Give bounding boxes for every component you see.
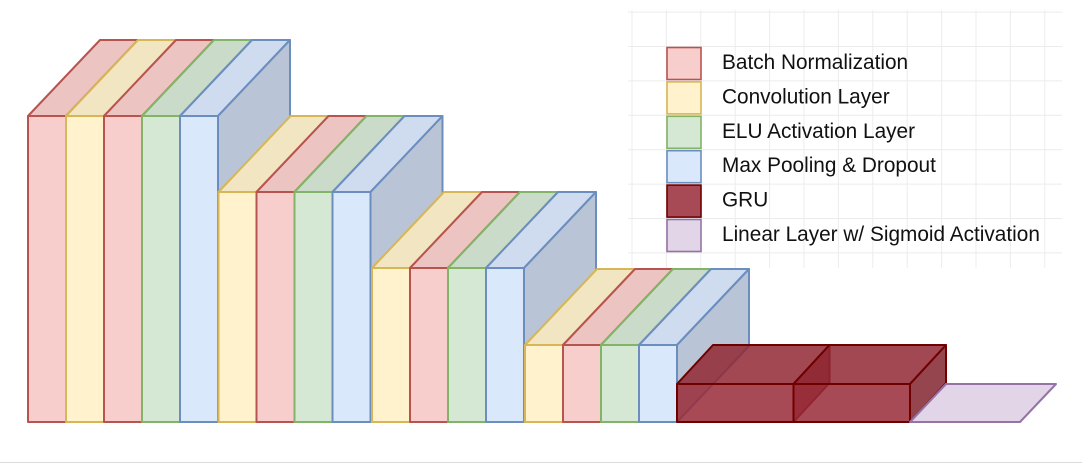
gru-block-front-face [676,383,795,423]
elu-activation-layer-block-front-face [293,191,334,423]
legend-swatch-elu-activation-layer [666,115,702,150]
legend-item-convolution-layer: Convolution Layer [666,81,890,115]
legend-label-linear-layer: Linear Layer w/ Sigmoid Activation [722,223,1040,246]
convolution-layer-block-front-face [371,267,411,423]
layer-group-5 [676,344,947,423]
convolution-layer-block-front-face [65,115,105,423]
elu-activation-layer-block-front-face [600,344,640,423]
max-pooling-dropout-block-front-face [638,344,678,423]
layer-group-6 [909,383,1057,423]
convolution-layer-block-front-face [524,344,564,423]
legend: Batch Normalization Convolution Layer EL… [666,46,1040,253]
max-pooling-dropout-block-front-face [331,191,372,423]
legend-swatch-linear-layer [666,218,702,253]
elu-activation-layer-block-front-face [447,267,487,423]
linear-layer-w-sigmoid-activation-block [909,383,1057,423]
gru-block-front-face [792,383,911,423]
legend-label-gru: GRU [722,189,768,212]
legend-item-elu-activation-layer: ELU Activation Layer [666,115,915,150]
legend-swatch-max-pooling-dropout [666,149,702,184]
legend-swatch-gru [666,184,702,218]
max-pooling-dropout-block-front-face [485,267,525,423]
batch-normalization-block-front-face [562,344,602,423]
legend-label-elu-activation-layer: ELU Activation Layer [722,120,915,143]
linear-layer-w-sigmoid-activation-block-face [909,383,1057,423]
legend-swatch-batch-normalization [666,46,702,81]
batch-normalization-block-front-face [255,191,296,423]
legend-item-linear-layer: Linear Layer w/ Sigmoid Activation [666,218,1040,253]
legend-item-gru: GRU [666,184,768,218]
legend-item-max-pooling-dropout: Max Pooling & Dropout [666,149,936,184]
legend-label-batch-normalization: Batch Normalization [722,51,908,74]
layer-blocks [27,39,1057,423]
convolution-layer-block-front-face [217,191,258,423]
legend-swatch-convolution-layer [666,81,702,115]
elu-activation-layer-block-front-face [141,115,181,423]
legend-grid [628,10,1062,268]
legend-label-convolution-layer: Convolution Layer [722,85,890,108]
legend-label-max-pooling-dropout: Max Pooling & Dropout [722,154,936,177]
max-pooling-dropout-block-front-face [179,115,219,423]
gru-block [792,344,947,423]
batch-normalization-block-front-face [103,115,143,423]
batch-normalization-block-front-face [409,267,449,423]
batch-normalization-block-front-face [27,115,67,423]
legend-item-batch-normalization: Batch Normalization [666,46,908,81]
